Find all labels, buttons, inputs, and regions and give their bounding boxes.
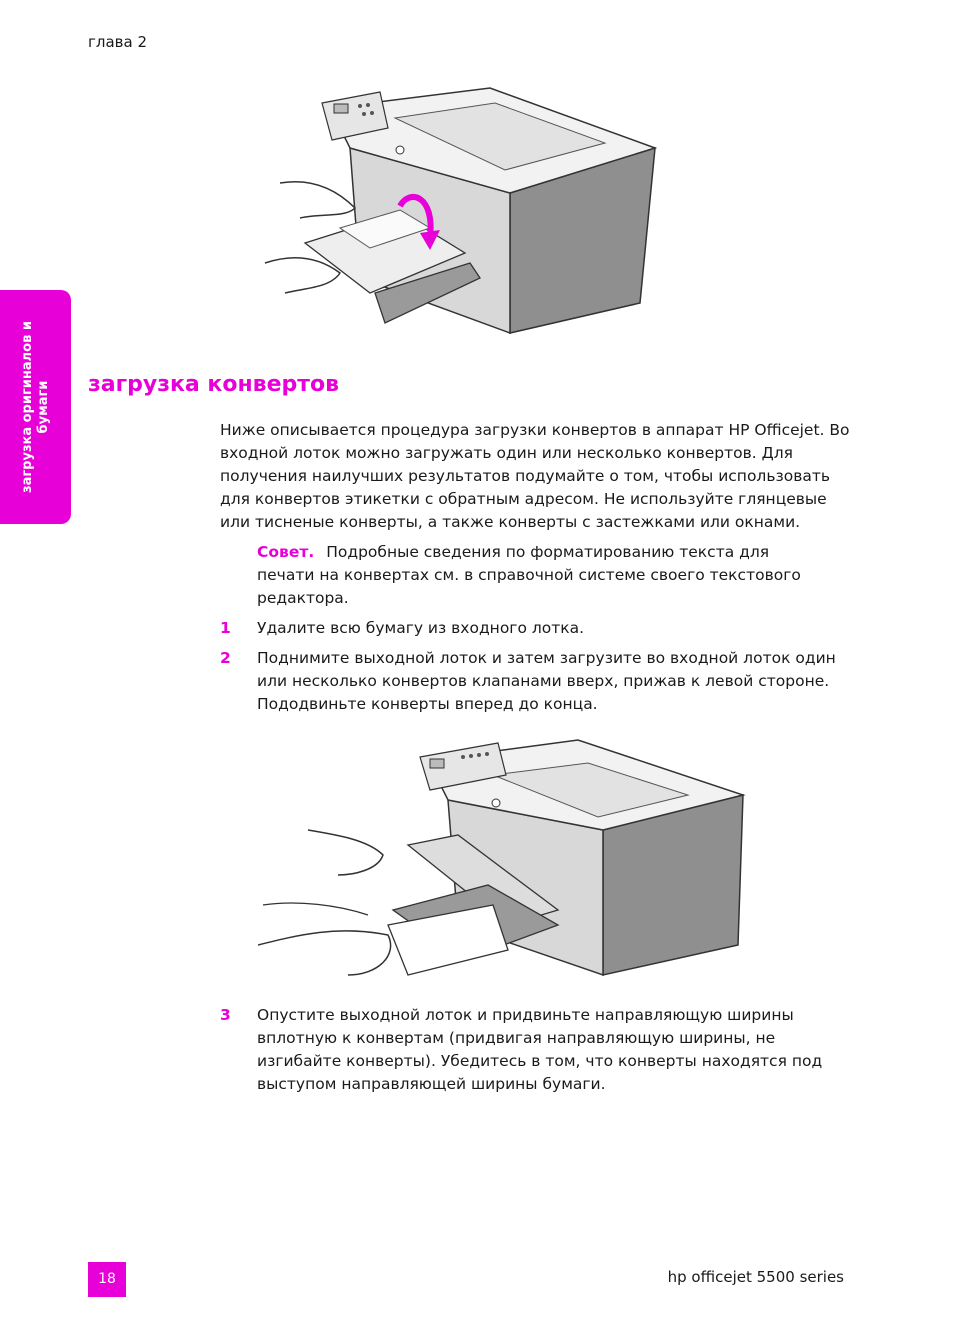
page-number: 18 [88,1262,126,1297]
step-number: 1 [220,619,231,637]
step-3: 3 Опустите выходной лоток и придвиньте н… [220,1004,850,1099]
section-title: загрузка конвертов [88,372,340,397]
side-tab-label: загрузка оригиналов и бумаги [19,321,51,493]
printer-illustration-envelopes [258,739,746,977]
tip-block: Совет.Подробные сведения по форматирован… [257,541,817,610]
step-1: 1 Удалите всю бумагу из входного лотка. [220,617,850,641]
chapter-label: глава 2 [88,33,148,51]
footer-product: hp officejet 5500 series [667,1268,844,1286]
side-tab: загрузка оригиналов и бумаги [0,290,71,524]
step-number: 3 [220,1006,231,1024]
step-text: Удалите всю бумагу из входного лотка. [257,619,585,637]
printer-illustration-top [264,87,658,335]
step-2: 2 Поднимите выходной лоток и затем загру… [220,647,850,717]
step-text: Опустите выходной лоток и придвиньте нап… [257,1006,823,1093]
intro-paragraph: Ниже описывается процедура загрузки конв… [220,421,850,531]
tip-label: Совет. [257,543,315,561]
step-number: 2 [220,649,231,667]
tip-text: Подробные сведения по форматированию тек… [257,543,801,607]
step-text: Поднимите выходной лоток и затем загрузи… [257,649,836,713]
